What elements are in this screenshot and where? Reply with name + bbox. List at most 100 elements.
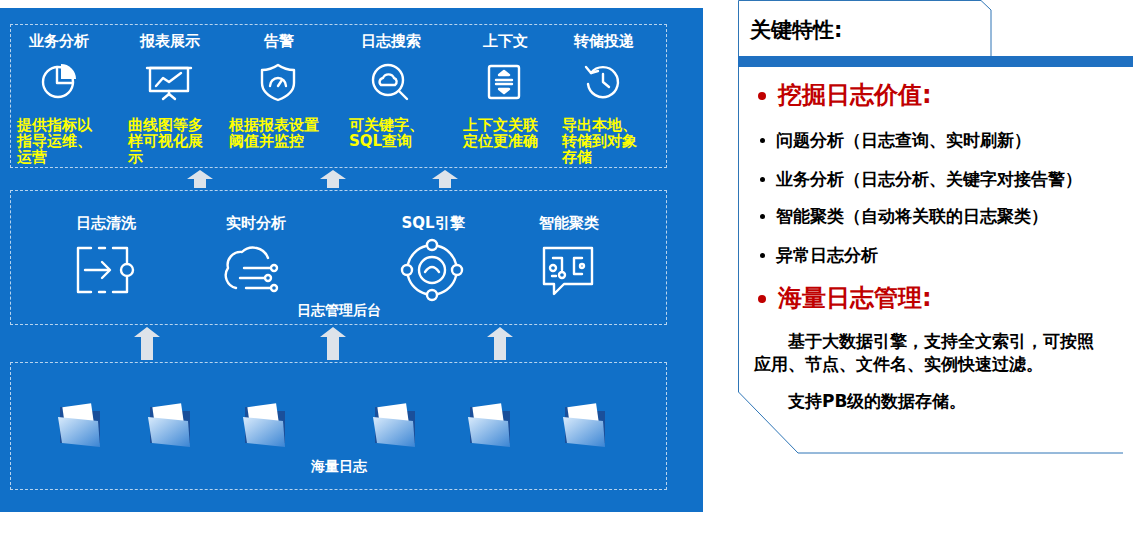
panel-outline — [738, 0, 1133, 454]
folder-icon — [563, 417, 605, 447]
feature-description: 上下文关联定位更准确 — [463, 117, 547, 149]
text-row: 挖掘日志价值: — [778, 80, 932, 111]
panel-tab — [739, 1, 992, 57]
shield-icon — [278, 80, 282, 86]
context-icon — [489, 66, 519, 98]
layer-band: 日志清洗 实时分析 SQL引擎 智能聚类日志管理后台 — [10, 190, 667, 325]
folder-icon — [373, 403, 415, 447]
text-row: 海量日志管理: — [778, 283, 932, 314]
shield-icon — [262, 65, 294, 100]
feature-title: 转储投递 — [562, 31, 646, 51]
search-icon — [399, 91, 407, 99]
history-icon — [586, 67, 598, 73]
section-heading: 挖掘日志价值: — [778, 80, 932, 111]
clean-icon — [78, 248, 133, 292]
folder-icon — [148, 403, 190, 447]
realtime-icon — [240, 277, 264, 279]
folder-icon — [243, 403, 285, 447]
engine-icon — [438, 276, 456, 294]
bullet-dot — [760, 214, 765, 219]
cluster-icon — [580, 264, 584, 268]
cluster-icon — [544, 248, 592, 294]
realtime-icon — [226, 248, 277, 291]
clean-icon — [99, 291, 105, 293]
text-row: 支持PB级的数据存储。 — [754, 390, 1094, 413]
cluster-icon — [553, 258, 562, 270]
pie-icon — [43, 64, 76, 97]
engine-icon — [425, 267, 439, 272]
up-arrow — [320, 170, 346, 188]
feature-item: 业务分析提供指标以指导运维、运营 — [17, 31, 101, 165]
cluster-icon — [559, 272, 565, 278]
context-icon — [499, 71, 509, 75]
text-row: 关键特性: — [750, 17, 842, 44]
engine-title: 实时分析 — [201, 213, 311, 233]
clean-icon — [113, 248, 127, 263]
feature-description: 可关键字、SQL查询 — [349, 117, 433, 149]
folder-icon — [148, 417, 190, 447]
engine-icon — [427, 240, 437, 250]
layer-band: 海量日志 — [10, 362, 667, 490]
folder-icon — [373, 417, 415, 447]
panel-bar — [738, 56, 1133, 67]
board-icon — [156, 73, 181, 86]
board-icon — [147, 67, 191, 69]
board-icon — [169, 94, 175, 99]
shield-icon — [270, 78, 286, 86]
folder-icon — [468, 417, 510, 447]
bullet-dot — [760, 177, 765, 182]
board-icon — [150, 68, 188, 91]
band-label: 海量日志 — [11, 457, 666, 475]
pie-icon — [61, 64, 76, 79]
engine-title: 日志清洗 — [51, 213, 161, 233]
bullet-dot — [758, 295, 766, 303]
up-arrow — [320, 327, 346, 360]
feature-text: 智能聚类（自动将关联的日志聚类） — [776, 205, 1048, 227]
engine-icon — [427, 290, 437, 300]
cluster-icon — [550, 265, 556, 271]
feature-title: 上下文 — [463, 31, 547, 51]
folder-icon — [468, 403, 510, 447]
feature-panel: 关键特性: 挖掘日志价值: 问题分析（日志查询、实时刷新） 业务分析（日志分析、关键字… — [738, 0, 1133, 454]
engine-icon — [402, 265, 412, 275]
feature-item: 转储投递导出本地、转储到对象存储 — [562, 31, 646, 165]
cluster-icon — [552, 275, 556, 277]
feature-title: 报表展示 — [128, 31, 212, 51]
history-icon — [586, 67, 618, 97]
cluster-icon — [544, 248, 592, 294]
engine-item: 日志清洗 — [51, 213, 161, 233]
feature-text: 支持PB级的数据存储。 — [754, 390, 1094, 413]
text-row: 智能聚类（自动将关联的日志聚类） — [776, 205, 1048, 227]
feature-text: 问题分析（日志查询、实时刷新） — [776, 129, 1031, 151]
engine-icon — [438, 246, 456, 264]
band-label: 日志管理后台 — [11, 301, 666, 319]
feature-text: 业务分析（日志分析、关键字对接告警） — [776, 168, 1082, 190]
feature-title: 日志搜索 — [349, 31, 433, 51]
search-icon — [380, 74, 397, 85]
context-icon — [499, 89, 509, 93]
feature-description: 曲线图等多样可视化展示 — [128, 117, 212, 165]
engine-item: 实时分析 — [201, 213, 311, 233]
context-icon — [489, 66, 519, 98]
engine-title: SQL引擎 — [378, 213, 488, 233]
clean-icon — [113, 277, 127, 292]
realtime-icon — [271, 285, 277, 291]
realtime-icon — [265, 275, 271, 281]
context-icon — [496, 79, 512, 81]
feature-icons — [43, 64, 618, 100]
engine-icon — [408, 246, 426, 264]
engine-item: SQL引擎 — [378, 213, 488, 233]
feature-title: 业务分析 — [17, 31, 101, 51]
feature-item: 报表展示曲线图等多样可视化展示 — [128, 31, 212, 165]
search-icon — [373, 65, 407, 99]
engine-icon — [419, 257, 445, 283]
realtime-icon — [271, 265, 277, 271]
feature-description: 提供指标以指导运维、运营 — [17, 117, 101, 165]
panel-title: 关键特性: — [750, 17, 842, 44]
engine-title: 智能聚类 — [514, 213, 624, 233]
bullet-dot — [760, 138, 765, 143]
up-arrow — [432, 170, 458, 188]
